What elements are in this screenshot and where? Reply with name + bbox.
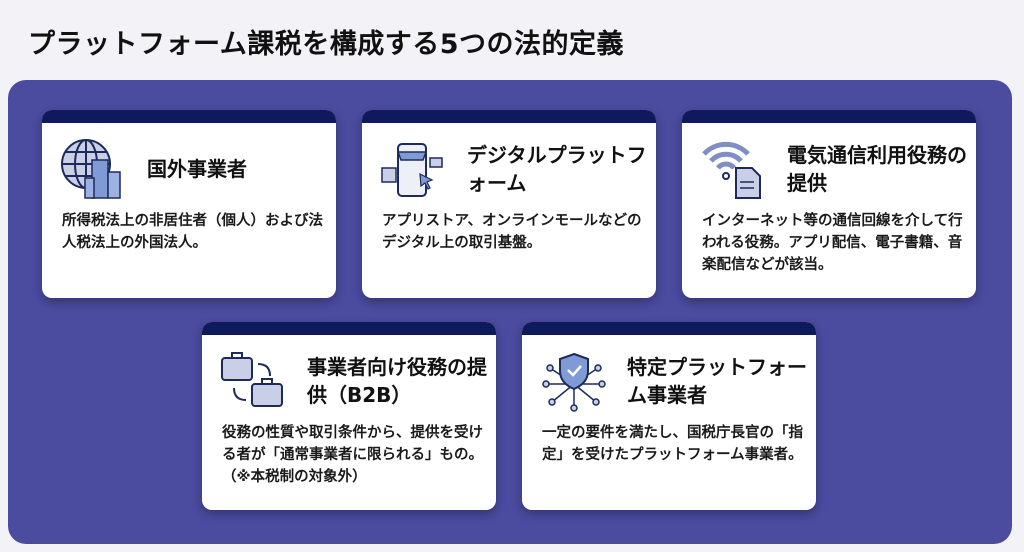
card-header-band — [682, 110, 976, 123]
card-heading: デジタルプラットフォーム — [467, 143, 647, 195]
wifi-document-icon — [702, 141, 761, 199]
globe-building-icon — [61, 139, 121, 199]
card-description: アプリストア、オンラインモールなどのデジタル上の取引基盤。 — [382, 213, 642, 251]
briefcase-exchange-icon — [221, 352, 283, 407]
card-description: 役務の性質や取引条件から、提供を受ける者が「通常事業者に限られる」もの。（※本税… — [222, 425, 483, 485]
card-heading: 国外事業者 — [147, 157, 247, 181]
card-telecom-service: 電気通信利用役務の提供 インターネット等の通信回線を介して行われる役務。アプリ配… — [682, 110, 976, 298]
page-title: プラットフォーム課税を構成する5つの法的定義 — [28, 29, 624, 60]
card-header-band — [202, 322, 496, 335]
shield-network-icon — [542, 352, 606, 412]
card-header-band — [42, 110, 336, 123]
card-header-band — [522, 322, 816, 335]
smartphone-shop-icon — [381, 143, 443, 197]
card-b2b-service: 事業者向け役務の提供（B2B） 役務の性質や取引条件から、提供を受ける者が「通常… — [202, 322, 496, 510]
card-heading: 特定プラットフォーム事業者 — [627, 355, 807, 407]
card-header-band — [362, 110, 656, 123]
card-foreign-business: 国外事業者 所得税法上の非居住者（個人）および法人税法上の外国法人。 — [42, 110, 336, 298]
card-heading: 事業者向け役務の提供（B2B） — [307, 355, 487, 407]
card-description: 一定の要件を満たし、国税庁長官の「指定」を受けたプラットフォーム事業者。 — [542, 425, 803, 463]
card-digital-platform: デジタルプラットフォーム アプリストア、オンラインモールなどのデジタル上の取引基… — [362, 110, 656, 298]
card-description: 所得税法上の非居住者（個人）および法人税法上の外国法人。 — [62, 213, 323, 251]
card-specified-platform-operator: 特定プラットフォーム事業者 一定の要件を満たし、国税庁長官の「指定」を受けたプラ… — [522, 322, 816, 510]
card-heading: 電気通信利用役務の提供 — [787, 143, 967, 195]
card-description: インターネット等の通信回線を介して行われる役務。アプリ配信、電子書籍、音楽配信な… — [702, 213, 963, 273]
